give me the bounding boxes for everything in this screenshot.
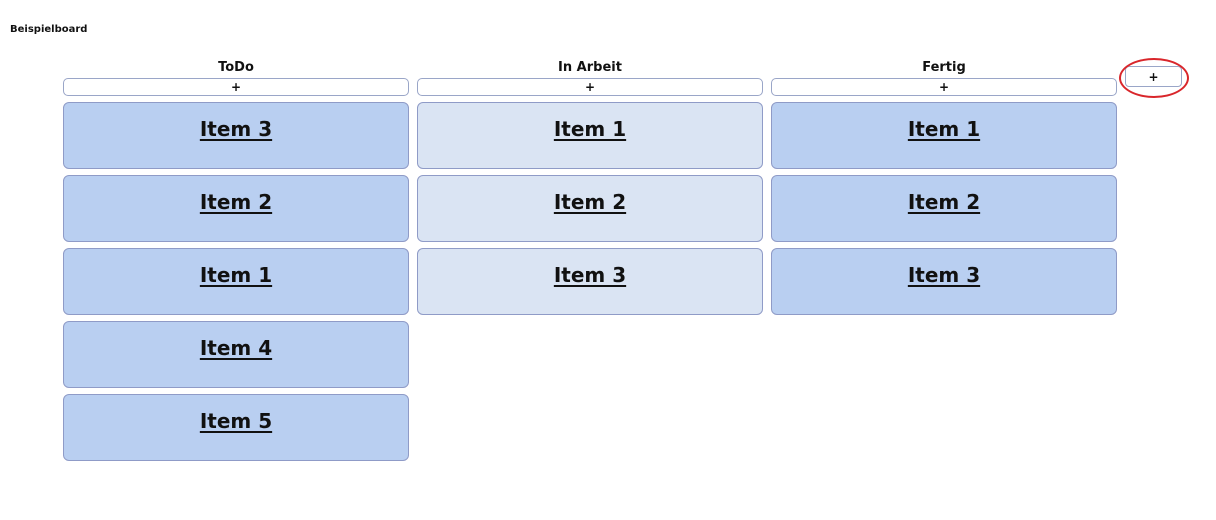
- column-todo: ToDo + Item 3 Item 2 Item 1 Item 4 Item …: [63, 58, 409, 461]
- card-label[interactable]: Item 1: [553, 117, 627, 141]
- card-list: Item 1 Item 2 Item 3: [771, 102, 1117, 315]
- column-fertig: Fertig + Item 1 Item 2 Item 3: [771, 58, 1117, 315]
- column-header: In Arbeit: [558, 60, 622, 75]
- add-card-button[interactable]: +: [63, 78, 409, 96]
- card-label[interactable]: Item 4: [199, 336, 273, 360]
- card-label[interactable]: Item 1: [199, 263, 273, 287]
- card[interactable]: Item 3: [417, 248, 763, 315]
- card-label[interactable]: Item 3: [907, 263, 981, 287]
- card[interactable]: Item 4: [63, 321, 409, 388]
- card-label[interactable]: Item 3: [553, 263, 627, 287]
- card-label[interactable]: Item 3: [199, 117, 273, 141]
- card[interactable]: Item 1: [417, 102, 763, 169]
- card-list: Item 1 Item 2 Item 3: [417, 102, 763, 315]
- column-header: ToDo: [218, 60, 254, 75]
- card[interactable]: Item 2: [771, 175, 1117, 242]
- add-card-button[interactable]: +: [417, 78, 763, 96]
- card-label[interactable]: Item 1: [907, 117, 981, 141]
- board-title: Beispielboard: [10, 24, 88, 35]
- add-card-button[interactable]: +: [771, 78, 1117, 96]
- card-label[interactable]: Item 2: [907, 190, 981, 214]
- add-column-button[interactable]: +: [1125, 66, 1182, 87]
- card[interactable]: Item 3: [63, 102, 409, 169]
- card[interactable]: Item 2: [417, 175, 763, 242]
- card[interactable]: Item 3: [771, 248, 1117, 315]
- card[interactable]: Item 1: [771, 102, 1117, 169]
- card[interactable]: Item 1: [63, 248, 409, 315]
- card-label[interactable]: Item 5: [199, 409, 273, 433]
- column-in-arbeit: In Arbeit + Item 1 Item 2 Item 3: [417, 58, 763, 315]
- card[interactable]: Item 5: [63, 394, 409, 461]
- card[interactable]: Item 2: [63, 175, 409, 242]
- column-header: Fertig: [922, 60, 966, 75]
- card-list: Item 3 Item 2 Item 1 Item 4 Item 5: [63, 102, 409, 461]
- card-label[interactable]: Item 2: [553, 190, 627, 214]
- card-label[interactable]: Item 2: [199, 190, 273, 214]
